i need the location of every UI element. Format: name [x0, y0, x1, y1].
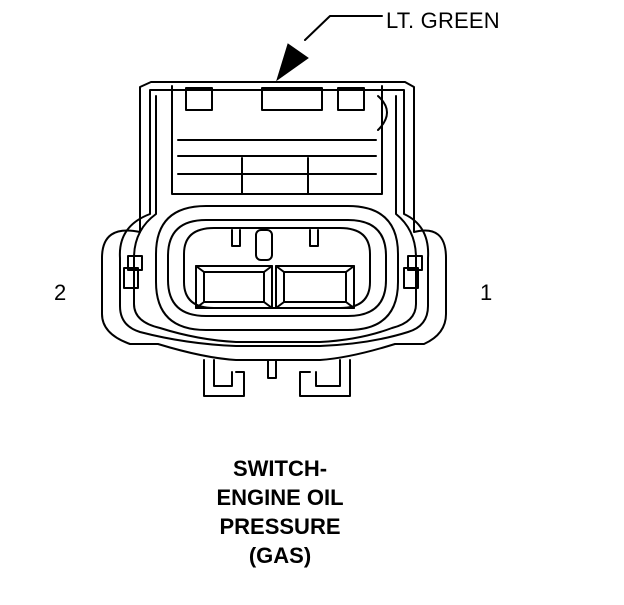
latch-center-block: [241, 157, 309, 195]
component-caption: SWITCH- ENGINE OIL PRESSURE (GAS): [160, 454, 400, 570]
lock-tab-right-top: [407, 255, 423, 271]
bottom-tab-left: [203, 359, 245, 397]
terminal-pin-2-inner: [203, 271, 265, 303]
terminal-pin-2-bevel: [195, 265, 273, 309]
terminal-tab-right: [309, 229, 319, 247]
polarizing-key: [255, 229, 273, 261]
wire-color-label: LT. GREEN: [386, 8, 500, 33]
mating-face-inner-ring: [167, 219, 387, 317]
top-notch-left: [185, 87, 213, 111]
terminal-pin-2: [195, 265, 273, 309]
lock-tab-left-top: [127, 255, 143, 271]
bottom-tab-left-inner: [213, 359, 233, 387]
terminal-pin-1-inner: [283, 271, 347, 303]
top-notch-center: [261, 87, 323, 111]
top-notch-right: [337, 87, 365, 111]
connector-flange: [101, 81, 447, 361]
caption-line-4: (GAS): [248, 543, 312, 568]
bottom-tab-right-inner: [315, 359, 341, 387]
caption-line-1: SWITCH-: [232, 456, 328, 481]
bottom-tab-center: [267, 359, 277, 379]
connector-inner-outline: [133, 95, 417, 343]
caption-line-3: PRESSURE: [219, 514, 341, 539]
terminal-tab-left: [231, 229, 241, 247]
caption-line-2: ENGINE OIL: [216, 485, 344, 510]
mating-face-ring: [155, 205, 399, 331]
pin-2-label: 2: [54, 280, 67, 305]
callout-arrow-head: [276, 43, 309, 82]
side-clip-curve: [377, 95, 388, 131]
terminal-pin-1: [275, 265, 355, 309]
lock-tab-right: [403, 267, 419, 289]
lock-tab-left: [123, 267, 139, 289]
pin-1-label: 1: [480, 280, 493, 305]
callout-leader-line: [304, 15, 383, 41]
bottom-tab-right: [299, 359, 351, 397]
terminal-pin-1-bevel: [275, 265, 355, 309]
connector-body: [118, 89, 430, 347]
